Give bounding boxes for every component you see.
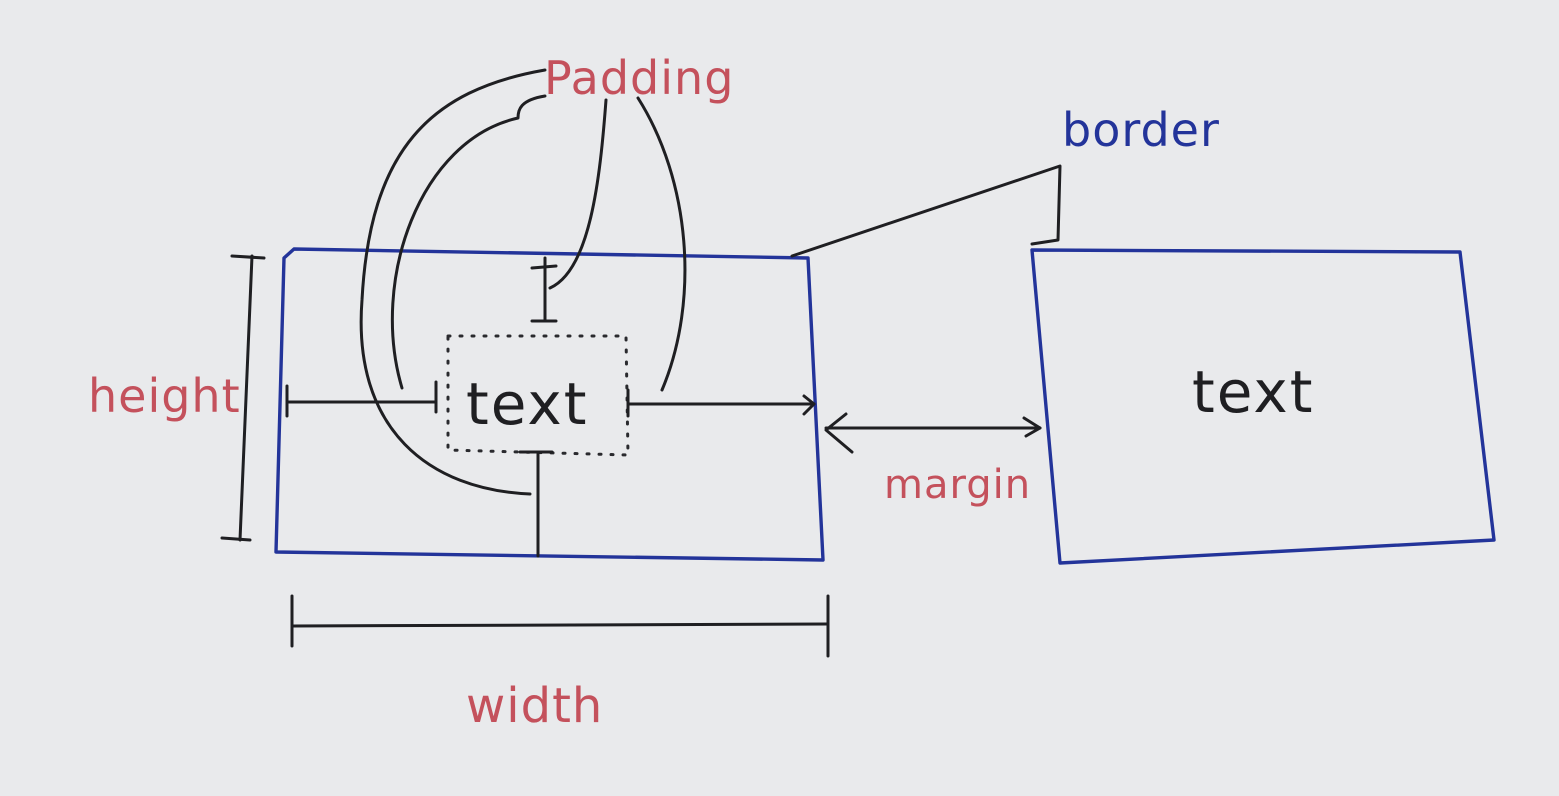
left-box-border [274,247,825,562]
padding-label: Padding [544,51,734,105]
margin-arrow [824,412,1042,454]
left-box-text: text [466,370,588,438]
border-label: border [1062,103,1220,157]
padding-measures [285,256,816,558]
width-dimension [290,594,830,658]
width-label: width [466,678,603,734]
right-box-text: text [1192,358,1314,426]
margin-label: margin [884,462,1031,508]
border-leader-line [790,164,1062,258]
height-label: height [88,369,241,423]
right-box-border [1030,248,1496,565]
padding-leader-lines [359,68,687,496]
height-dimension [220,254,266,542]
content-area-outline [446,334,630,457]
